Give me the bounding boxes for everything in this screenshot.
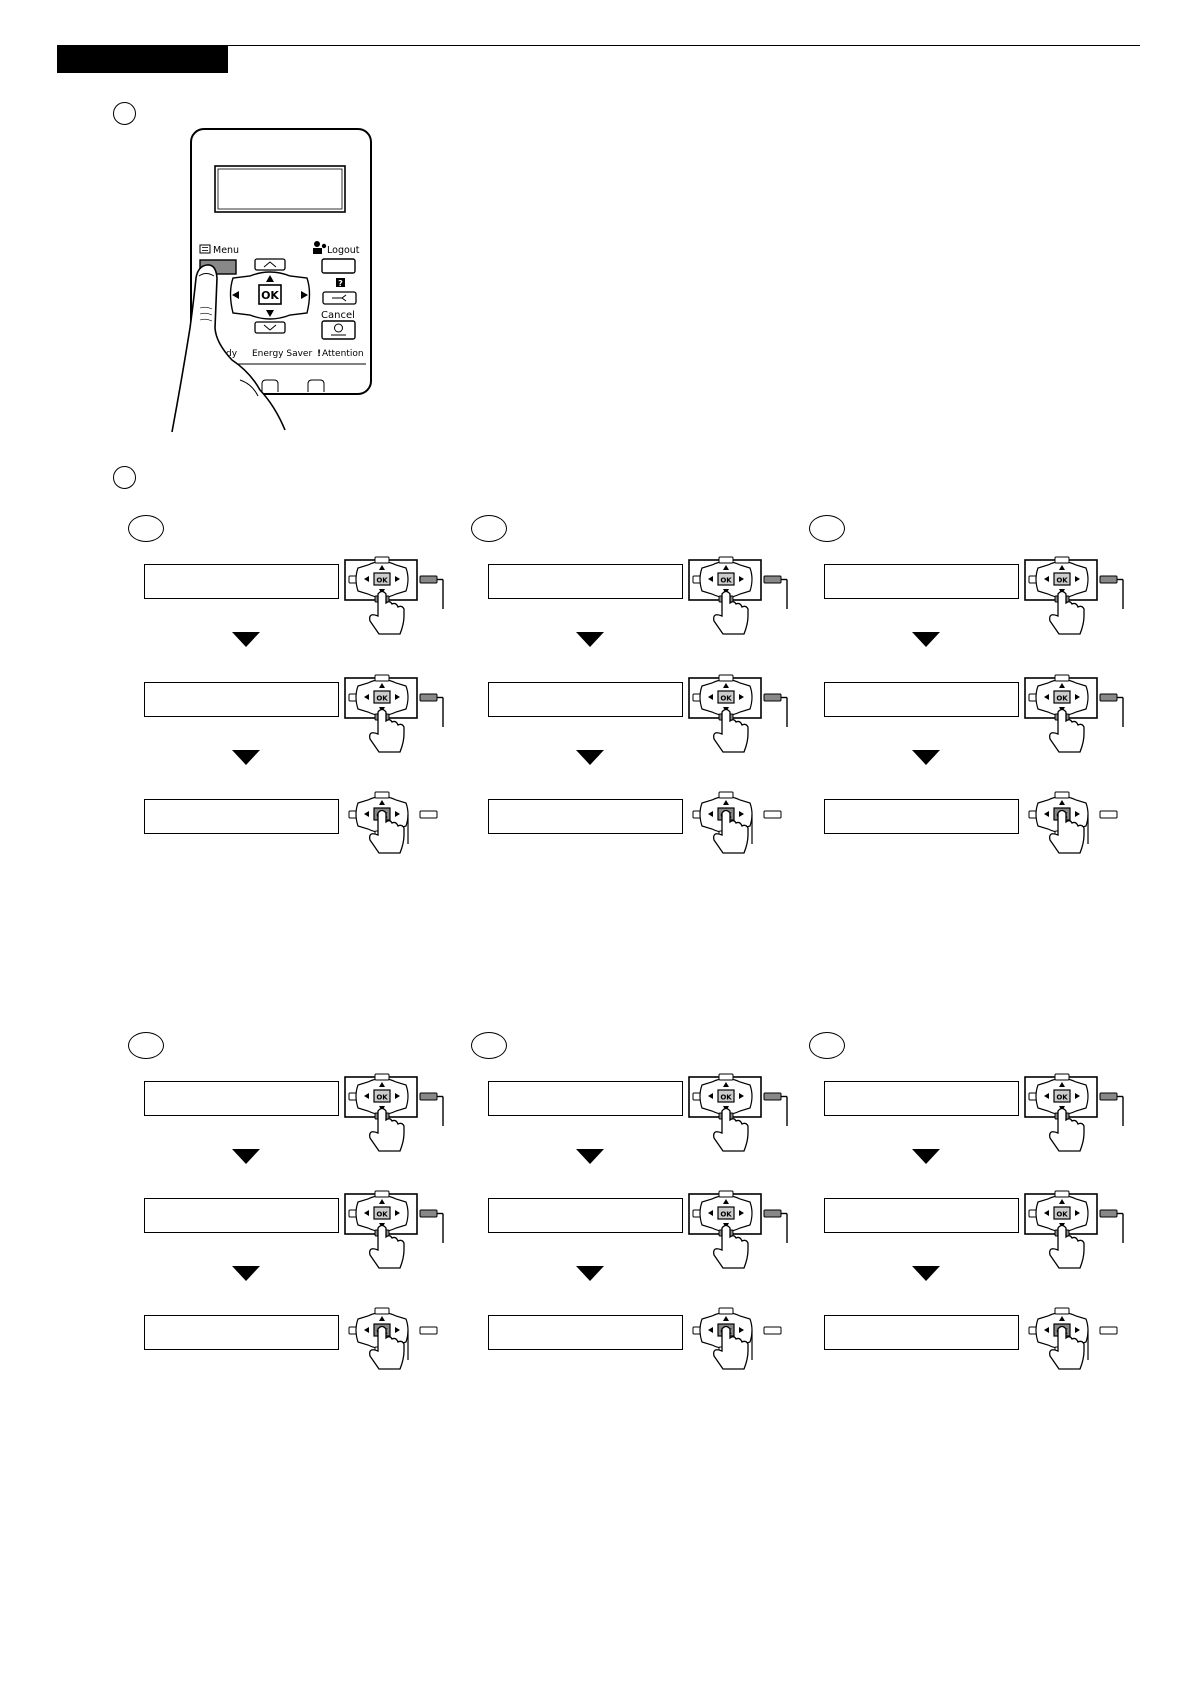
lcd-display (488, 682, 683, 717)
svg-text:OK: OK (1056, 1211, 1068, 1219)
svg-text:OK: OK (720, 1094, 732, 1102)
lcd-display (824, 682, 1019, 717)
keypad-ok-press: OK (344, 1307, 454, 1391)
flow-down-arrow-icon (912, 1149, 940, 1164)
right-arrow-icon[interactable] (301, 291, 308, 299)
substep-b-circle (471, 515, 507, 542)
cancel-label: Cancel (321, 310, 355, 321)
flow-down-arrow-icon (232, 632, 260, 647)
ready-label: dy (226, 349, 238, 359)
step-2-circle (113, 466, 136, 489)
lcd-display (824, 1081, 1019, 1116)
help-icon (336, 278, 345, 287)
svg-text:OK: OK (376, 1094, 388, 1102)
panel-display (214, 165, 346, 213)
operation-panel: Menu Logout OK ? Cancel (171, 128, 390, 433)
attention-label: Attention (322, 349, 364, 359)
keypad-ok-press: OK (688, 1307, 798, 1391)
keypad-ok-press: OK (688, 791, 798, 875)
header-black-block (57, 45, 228, 73)
substep-e-circle (471, 1032, 507, 1059)
keypad-down-press: OK (1024, 674, 1134, 758)
flow-down-arrow-icon (232, 750, 260, 765)
lcd-display (488, 1315, 683, 1350)
menu-icon (199, 244, 211, 254)
keypad-down-press: OK (1024, 1073, 1134, 1157)
logout-label: Logout (327, 245, 360, 256)
lcd-display (144, 1198, 339, 1233)
flow-down-arrow-icon (912, 750, 940, 765)
keypad-down-press: OK (688, 556, 798, 640)
keypad-down-press: OK (344, 674, 454, 758)
step-1-circle (113, 102, 136, 125)
lcd-display (488, 564, 683, 599)
cancel-button[interactable] (321, 320, 356, 340)
ok-label: OK (261, 289, 279, 302)
substep-c-circle (809, 515, 845, 542)
lcd-display (488, 799, 683, 834)
svg-text:OK: OK (720, 695, 732, 703)
svg-text:OK: OK (1056, 1094, 1068, 1102)
left-arrow-icon[interactable] (232, 291, 239, 299)
lcd-display (488, 1198, 683, 1233)
ok-button[interactable] (258, 284, 282, 305)
svg-text:OK: OK (720, 1211, 732, 1219)
down-select-button[interactable] (254, 321, 286, 334)
keypad-down-press: OK (1024, 556, 1134, 640)
lcd-display (824, 564, 1019, 599)
lcd-display (144, 1081, 339, 1116)
keypad-ok-press: OK (1024, 791, 1134, 875)
header-rule (228, 45, 1140, 46)
svg-text:OK: OK (1056, 695, 1068, 703)
keypad-ok-press: OK (1024, 1307, 1134, 1391)
keypad-down-press: OK (688, 674, 798, 758)
flow-down-arrow-icon (912, 632, 940, 647)
flow-down-arrow-icon (576, 750, 604, 765)
keypad-down-press: OK (344, 556, 454, 640)
keypad-down-press: OK (688, 1190, 798, 1274)
down-arrow-icon[interactable] (266, 310, 274, 317)
lcd-display (488, 1081, 683, 1116)
svg-text:OK: OK (376, 1211, 388, 1219)
lcd-display (144, 799, 339, 834)
menu-label: Menu (213, 245, 239, 256)
flow-down-arrow-icon (232, 1149, 260, 1164)
flow-down-arrow-icon (576, 1266, 604, 1281)
flow-down-arrow-icon (912, 1266, 940, 1281)
svg-text:OK: OK (376, 695, 388, 703)
svg-text:OK: OK (720, 577, 732, 585)
lcd-display (824, 1198, 1019, 1233)
svg-text:OK: OK (1056, 577, 1068, 585)
back-button[interactable] (254, 258, 286, 271)
svg-text:!: ! (317, 349, 321, 359)
svg-text:?: ? (338, 279, 343, 288)
keypad-down-press: OK (688, 1073, 798, 1157)
lcd-display (144, 564, 339, 599)
keypad-ok-press: OK (344, 791, 454, 875)
keypad-down-press: OK (344, 1190, 454, 1274)
flow-down-arrow-icon (576, 1149, 604, 1164)
lcd-display (144, 1315, 339, 1350)
flow-down-arrow-icon (576, 632, 604, 647)
finger-hand-icon (171, 264, 286, 433)
lcd-display (824, 1315, 1019, 1350)
svg-text:OK: OK (376, 577, 388, 585)
energy-saver-label: Energy Saver (252, 349, 312, 359)
substep-a-circle (128, 515, 164, 542)
substep-d-circle (128, 1032, 164, 1059)
lcd-display (824, 799, 1019, 834)
flow-down-arrow-icon (232, 1266, 260, 1281)
substep-f-circle (809, 1032, 845, 1059)
logout-icon (313, 241, 327, 254)
up-arrow-icon[interactable] (266, 275, 274, 282)
keypad-down-press: OK (344, 1073, 454, 1157)
lcd-display (144, 682, 339, 717)
logout-button[interactable] (321, 258, 356, 274)
keypad-down-press: OK (1024, 1190, 1134, 1274)
